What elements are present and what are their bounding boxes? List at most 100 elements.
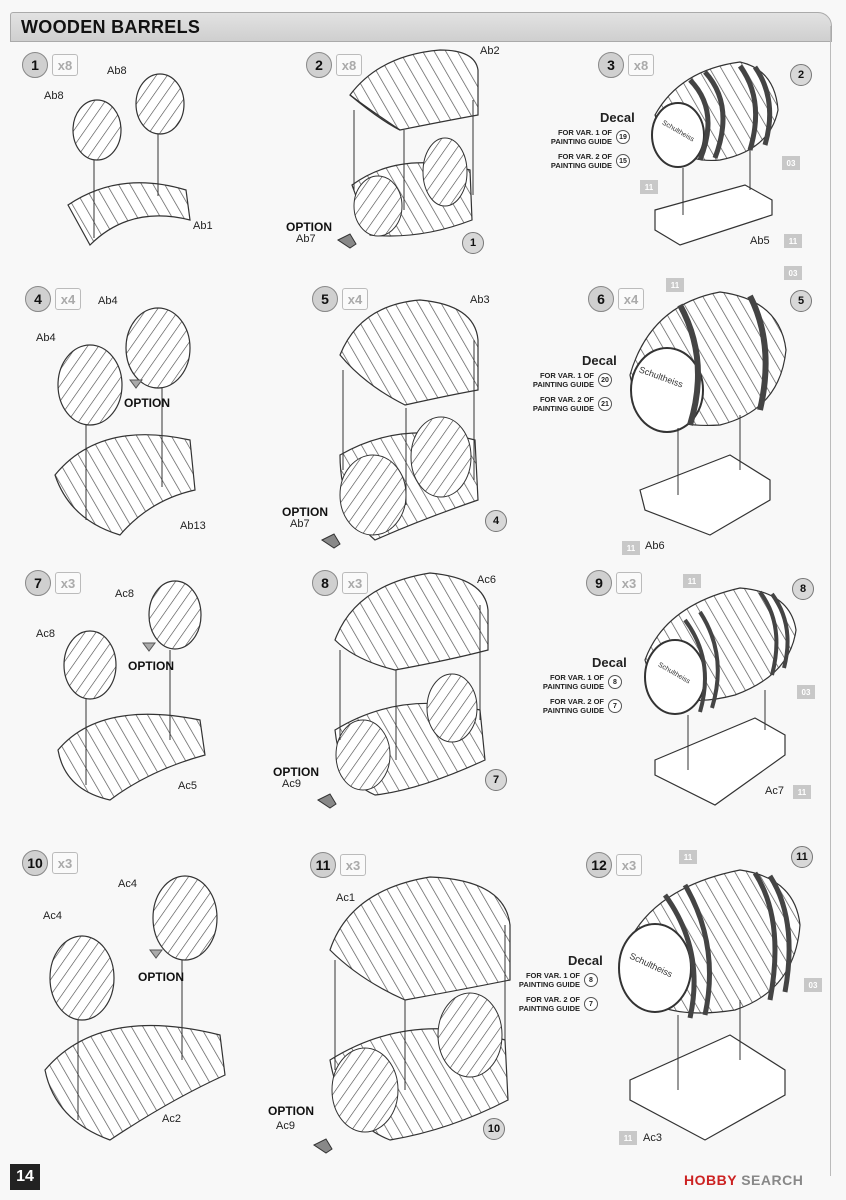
paint-ref-box: 11	[640, 180, 658, 194]
decal-var1-text: FOR VAR. 1 OF PAINTING GUIDE	[518, 971, 580, 989]
step-multiplier: x4	[55, 288, 81, 310]
step-number: 1	[22, 52, 48, 78]
step5-drawing	[321, 299, 479, 549]
part-label: Ab3	[470, 294, 490, 306]
paint-ref-box: 11	[622, 541, 640, 555]
step-5-badge: 5 x4	[312, 286, 368, 312]
step-multiplier: x4	[342, 288, 368, 310]
decal-block-step9: Decal FOR VAR. 1 OF PAINTING GUIDE 8 FOR…	[542, 655, 627, 715]
step-8-badge: 8 x3	[312, 570, 368, 596]
step-multiplier: x3	[52, 852, 78, 874]
step-10-badge: 10 x3	[22, 850, 78, 876]
watermark: HOBBY SEARCH	[684, 1172, 803, 1188]
decal-number: 8	[584, 973, 598, 987]
decal-title: Decal	[592, 655, 627, 670]
decal-var2-text: FOR VAR. 2 OF PAINTING GUIDE	[518, 995, 580, 1013]
decal-number: 7	[584, 997, 598, 1011]
part-label: Ac9	[276, 1120, 295, 1132]
decal-title: Decal	[582, 353, 617, 368]
step-7-badge: 7 x3	[25, 570, 81, 596]
part-label: Ac7	[765, 785, 784, 797]
part-label: Ac9	[282, 778, 301, 790]
step7-drawing	[57, 580, 206, 801]
part-label: Ab2	[480, 45, 500, 57]
part-label: Ac1	[336, 892, 355, 904]
step-6-badge: 6 x4	[588, 286, 644, 312]
page-title: WOODEN BARRELS	[21, 17, 201, 37]
decal-number: 20	[598, 373, 612, 387]
step-number: 9	[586, 570, 612, 596]
step-number: 11	[310, 852, 336, 878]
option-label: OPTION	[286, 220, 333, 234]
ref-circle: 2	[790, 64, 812, 86]
decal-title: Decal	[600, 110, 635, 125]
step-number: 2	[306, 52, 332, 78]
decal-row-var1: FOR VAR. 1 OF PAINTING GUIDE 8	[542, 673, 627, 691]
part-label: Ab1	[193, 220, 213, 232]
paint-ref-box: 11	[619, 1131, 637, 1145]
ref-circle: 11	[791, 846, 813, 868]
ref-circle: 10	[483, 1118, 505, 1140]
part-label: Ac6	[477, 574, 496, 586]
decal-number: 21	[598, 397, 612, 411]
step-number: 7	[25, 570, 51, 596]
part-label: Ac4	[43, 910, 62, 922]
paint-ref-box: 11	[679, 850, 697, 864]
ref-circle: 4	[485, 510, 507, 532]
ref-circle: 8	[792, 578, 814, 600]
part-label: Ab5	[750, 235, 770, 247]
paint-ref-box: 11	[793, 785, 811, 799]
paint-ref-box: 11	[683, 574, 701, 588]
watermark-rest: SEARCH	[741, 1172, 804, 1188]
step6-drawing	[629, 291, 787, 536]
part-label: Ab4	[36, 332, 56, 344]
decal-var2-text: FOR VAR. 2 OF PAINTING GUIDE	[542, 697, 604, 715]
paint-ref-box: 03	[804, 978, 822, 992]
option-label: OPTION	[282, 505, 329, 519]
part-label: Ac3	[643, 1132, 662, 1144]
step9-drawing	[644, 587, 797, 806]
decal-block-step3: Decal FOR VAR. 1 OF PAINTING GUIDE 19 FO…	[550, 110, 635, 170]
paint-ref-box: 11	[784, 234, 802, 248]
step-2-badge: 2 x8	[306, 52, 362, 78]
decal-row-var1: FOR VAR. 1 OF PAINTING GUIDE 19	[550, 128, 635, 146]
decal-row-var1: FOR VAR. 1 OF PAINTING GUIDE 8	[518, 971, 603, 989]
ref-circle: 1	[462, 232, 484, 254]
decal-row-var1: FOR VAR. 1 OF PAINTING GUIDE 20	[532, 371, 617, 389]
part-label: Ab6	[645, 540, 665, 552]
step-multiplier: x3	[340, 854, 366, 876]
decal-var2-text: FOR VAR. 2 OF PAINTING GUIDE	[532, 395, 594, 413]
step-12-badge: 12 x3	[586, 852, 642, 878]
title-bar: WOODEN BARRELS	[10, 12, 832, 42]
step-number: 12	[586, 852, 612, 878]
step-multiplier: x8	[52, 54, 78, 76]
step-11-badge: 11 x3	[310, 852, 366, 878]
part-label: Ac8	[115, 588, 134, 600]
option-label: OPTION	[128, 659, 175, 673]
option-label: OPTION	[273, 765, 320, 779]
option-label: OPTION	[138, 970, 185, 984]
step-multiplier: x8	[336, 54, 362, 76]
part-label: Ab7	[290, 518, 310, 530]
watermark-brand: HOBBY	[684, 1172, 737, 1188]
part-label: Ac4	[118, 878, 137, 890]
step-multiplier: x8	[628, 54, 654, 76]
decal-var1-text: FOR VAR. 1 OF PAINTING GUIDE	[550, 128, 612, 146]
part-label: Ab8	[107, 65, 127, 77]
step-number: 3	[598, 52, 624, 78]
decal-var1-text: FOR VAR. 1 OF PAINTING GUIDE	[532, 371, 594, 389]
decal-var1-text: FOR VAR. 1 OF PAINTING GUIDE	[542, 673, 604, 691]
part-label: Ac5	[178, 780, 197, 792]
step-multiplier: x3	[616, 572, 642, 594]
part-label: Ac2	[162, 1113, 181, 1125]
option-label: OPTION	[268, 1104, 315, 1118]
step-multiplier: x3	[616, 854, 642, 876]
decal-row-var2: FOR VAR. 2 OF PAINTING GUIDE 21	[532, 395, 617, 413]
part-label: Ab7	[296, 233, 316, 245]
step-number: 6	[588, 286, 614, 312]
step-1-badge: 1 x8	[22, 52, 78, 78]
paint-ref-box: 03	[797, 685, 815, 699]
decal-number: 15	[616, 154, 630, 168]
step12-drawing	[618, 869, 801, 1141]
